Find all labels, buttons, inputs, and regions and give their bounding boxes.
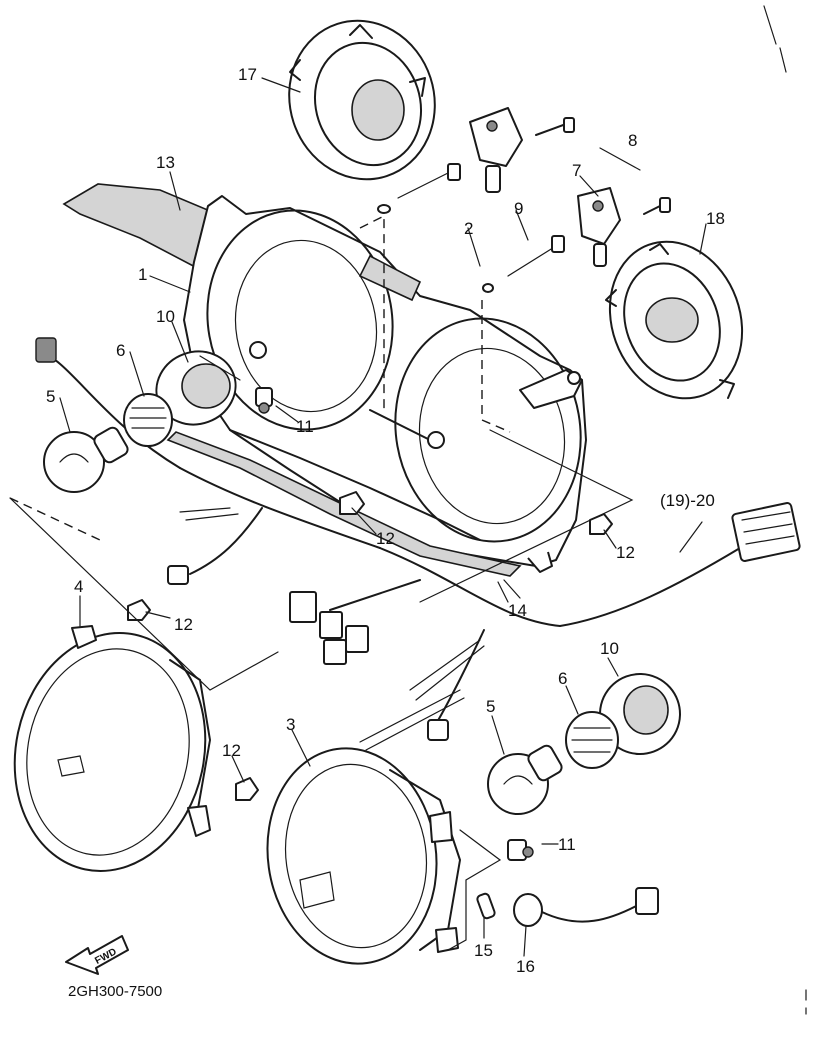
part-19-20-wire-harness (35, 337, 801, 751)
callout-labels: 17 13 1 10 6 5 8 7 9 2 18 11 12 12 (19)-… (46, 65, 725, 976)
part-5-bulb-right (487, 744, 563, 815)
callout-5-right: 5 (486, 697, 495, 716)
scan-marks (763, 5, 807, 1015)
callout-8: 8 (628, 131, 637, 150)
callout-12-a: 12 (376, 529, 395, 548)
part-6-socket-left (123, 393, 173, 447)
callout-7: 7 (572, 161, 581, 180)
callout-17: 17 (238, 65, 257, 84)
part-1-headlight-stay (183, 195, 587, 573)
callout-15: 15 (474, 941, 493, 960)
part-10-cap-left (155, 350, 237, 426)
part-10-cap-right (599, 673, 681, 755)
part-5-bulb-left (43, 426, 129, 493)
callout-9: 9 (514, 199, 523, 218)
part-18-headlight-rim (605, 240, 744, 400)
part-6-socket-right (565, 711, 619, 769)
callout-12-b: 12 (616, 543, 635, 562)
callout-18: 18 (706, 209, 725, 228)
callout-13: 13 (156, 153, 175, 172)
callout-6-left: 6 (116, 341, 125, 360)
callout-14: 14 (508, 601, 527, 620)
part-14-stay (166, 431, 522, 599)
part-15-bulb-wedge (476, 892, 496, 920)
part-2-spring-ring (377, 204, 494, 293)
part-9-adjusting-screw (397, 163, 565, 277)
callout-6-right: 6 (558, 669, 567, 688)
callout-1: 1 (138, 265, 147, 284)
part-17-headlight-rim (288, 19, 436, 181)
part-11-bulb-small-upper (255, 387, 273, 414)
callout-10-left: 10 (156, 307, 175, 326)
callout-11-lower: 11 (558, 835, 576, 854)
callout-12-c: 12 (174, 615, 193, 634)
part-3-headlight-unit (266, 747, 461, 965)
callout-3: 3 (286, 715, 295, 734)
callout-16: 16 (516, 957, 535, 976)
callout-2: 2 (464, 219, 473, 238)
guide-lines (9, 214, 634, 951)
callout-11-upper: 11 (296, 417, 314, 436)
diagram-code: 2GH300-7500 (68, 983, 162, 1000)
callout-10-right: 10 (600, 639, 619, 658)
part-16-socket-cord (513, 887, 659, 927)
leader-lines (59, 77, 707, 957)
callout-4: 4 (74, 577, 83, 596)
callout-5-left: 5 (46, 387, 55, 406)
part-12-nut (127, 491, 613, 801)
part-7-bracket (469, 107, 621, 267)
part-11-bulb-small-lower (507, 839, 534, 861)
callout-12-d: 12 (222, 741, 241, 760)
forward-direction-arrow: FWD (65, 935, 129, 975)
callout-19-20: (19)-20 (660, 491, 715, 510)
part-8-screw (535, 117, 671, 215)
part-4-headlight-unit (13, 625, 211, 872)
